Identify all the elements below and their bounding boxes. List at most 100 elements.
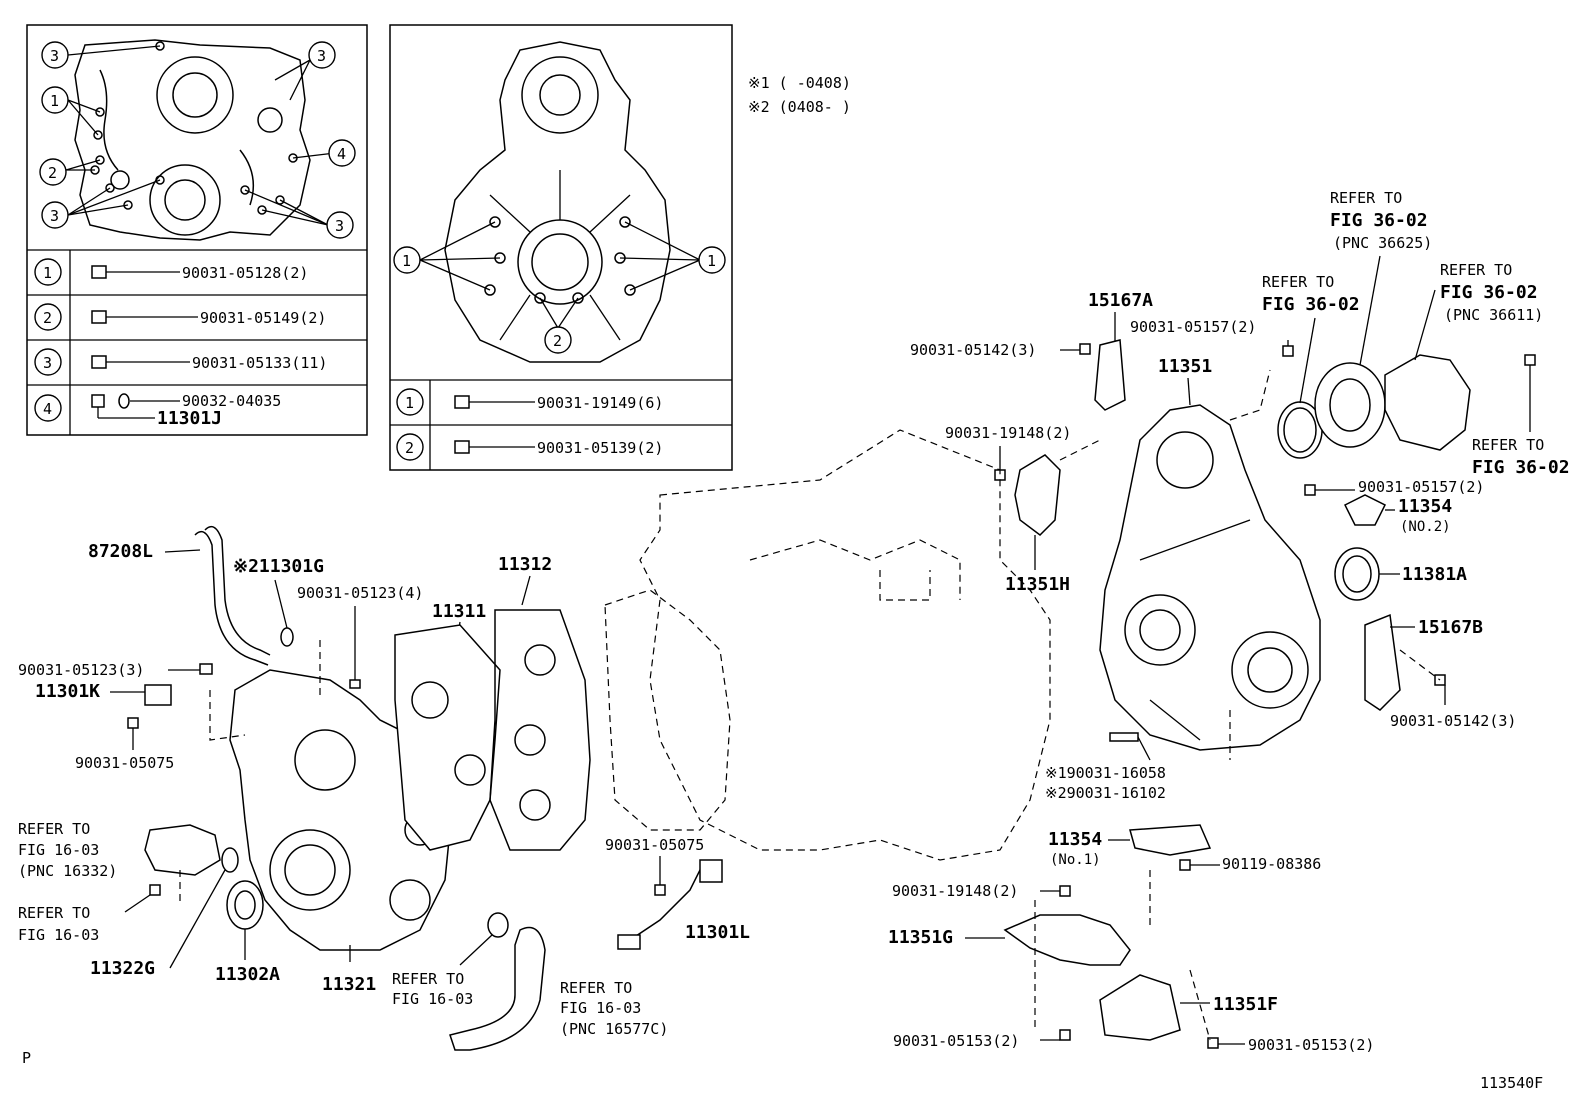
label-90031-05123-3: 90031-05123(3) bbox=[18, 661, 144, 679]
callout-1-right: 1 bbox=[698, 246, 726, 274]
label-11302a: 11302A bbox=[215, 964, 280, 985]
label-refer-to-36d: REFER TO bbox=[1472, 436, 1544, 454]
cover-11354-no2 bbox=[1343, 494, 1387, 526]
row-number: 1 bbox=[405, 394, 414, 412]
label-pnc-36611: (PNC 36611) bbox=[1444, 306, 1543, 324]
part-number: 90031-05128(2) bbox=[182, 264, 308, 282]
label-11354-no1: 11354 bbox=[1048, 829, 1102, 850]
label-refer-to-36b: REFER TO bbox=[1330, 189, 1402, 207]
bracket-11351f bbox=[1099, 974, 1181, 1041]
label-15167a: 15167A bbox=[1088, 290, 1153, 311]
svg-text:3: 3 bbox=[50, 207, 59, 225]
label-fig-16-03-a: FIG 16-03 bbox=[18, 841, 99, 859]
label-refer-to-d: REFER TO bbox=[560, 979, 632, 997]
corner-marker: P bbox=[22, 1049, 31, 1067]
part-number: 90031-19149(6) bbox=[537, 394, 663, 412]
label-90031-05142-3-a: 90031-05142(3) bbox=[910, 341, 1036, 359]
callout-3-a: 3 bbox=[41, 41, 69, 69]
part-number-secondary: 11301J bbox=[157, 408, 222, 429]
bracket-11351h bbox=[1014, 454, 1061, 536]
svg-text:4: 4 bbox=[337, 145, 346, 163]
label-90031-05157-2-a: 90031-05157(2) bbox=[1130, 318, 1256, 336]
callout-3-c: 3 bbox=[41, 201, 69, 229]
label-11311: 11311 bbox=[432, 601, 486, 622]
part-number: 90031-05133(11) bbox=[192, 354, 327, 372]
label-no-2: (NO.2) bbox=[1400, 519, 1451, 535]
inset-left-panel: 3 3 1 2 4 3 3 bbox=[26, 24, 368, 436]
label-90031-05123-4: 90031-05123(4) bbox=[297, 584, 423, 602]
label-90031-05075-a: 90031-05075 bbox=[75, 754, 174, 772]
label-90031-05157-2-b: 90031-05157(2) bbox=[1358, 478, 1484, 496]
label-90031-19148-2-a: 90031-19148(2) bbox=[945, 424, 1071, 442]
label-11312: 11312 bbox=[498, 554, 552, 575]
label-fig-36-02-a: FIG 36-02 bbox=[1262, 294, 1360, 315]
inset-left-table: 1 90031-05128(2) 2 90031-05149(2) 3 9003… bbox=[34, 258, 327, 429]
label-87208l: 87208L bbox=[88, 541, 153, 562]
svg-text:1: 1 bbox=[707, 252, 716, 270]
label-pnc-16577c: (PNC 16577C) bbox=[560, 1020, 668, 1038]
inset-left-row-1: 1 90031-05128(2) bbox=[34, 258, 308, 286]
label-11351h: 11351H bbox=[1005, 574, 1070, 595]
part-number: 90031-05139(2) bbox=[537, 439, 663, 457]
label-11351f: 11351F bbox=[1213, 994, 1278, 1015]
label-90031-05075-b: 90031-05075 bbox=[605, 836, 704, 854]
label-refer-to-b: REFER TO bbox=[18, 904, 90, 922]
label-11354-no2: 11354 bbox=[1398, 496, 1452, 517]
label-11321: 11321 bbox=[322, 974, 376, 995]
label-15167b: 15167B bbox=[1418, 617, 1483, 638]
hose-87208l bbox=[204, 525, 271, 656]
inset-mid-table: 1 90031-19149(6) 2 90031-05139(2) bbox=[396, 388, 663, 461]
callout-3-b: 3 bbox=[308, 41, 336, 69]
timing-cover-11321 bbox=[229, 669, 451, 951]
label-90119-08386: 90119-08386 bbox=[1222, 855, 1321, 873]
cover-11354-no1 bbox=[1129, 824, 1212, 856]
engine-block-outline bbox=[639, 429, 1051, 861]
figure-id: 113540F bbox=[1480, 1074, 1543, 1092]
label-refer-to-c: REFER TO bbox=[392, 970, 464, 988]
label-no-1: (No.1) bbox=[1050, 852, 1101, 868]
svg-text:2: 2 bbox=[553, 332, 562, 350]
row-number: 2 bbox=[43, 309, 52, 327]
label-refer-to-a: REFER TO bbox=[18, 820, 90, 838]
svg-text:2: 2 bbox=[48, 164, 57, 182]
label-90031-19148-2-b: 90031-19148(2) bbox=[892, 882, 1018, 900]
callout-2: 2 bbox=[544, 326, 572, 354]
callout-4: 4 bbox=[328, 139, 356, 167]
water-inlet bbox=[144, 824, 221, 876]
callout-2: 2 bbox=[39, 158, 67, 186]
svg-text:3: 3 bbox=[335, 217, 344, 235]
callout-3-d: 3 bbox=[326, 211, 354, 239]
flywheel-housing-11351 bbox=[1099, 404, 1321, 751]
label-pnc-16332: (PNC 16332) bbox=[18, 862, 117, 880]
part-number: 90031-05149(2) bbox=[200, 309, 326, 327]
water-pump-housing bbox=[1384, 354, 1471, 451]
label-fig-16-03-b: FIG 16-03 bbox=[18, 926, 99, 944]
label-11301k: 11301K bbox=[35, 681, 100, 702]
bracket-15167b bbox=[1364, 613, 1401, 711]
inset-left-row-2: 2 90031-05149(2) bbox=[34, 303, 326, 331]
callout-1: 1 bbox=[41, 86, 69, 114]
note-2: ※2 (0408- ) bbox=[748, 98, 851, 116]
inset-mid-row-1: 1 90031-19149(6) bbox=[396, 388, 663, 416]
water-hose-lower bbox=[449, 926, 546, 1051]
bracket-15167a bbox=[1094, 339, 1126, 411]
label-fig-36-02-b: FIG 36-02 bbox=[1330, 210, 1428, 231]
svg-text:1: 1 bbox=[402, 252, 411, 270]
svg-text:3: 3 bbox=[50, 47, 59, 65]
row-number: 3 bbox=[43, 354, 52, 372]
row-number: 1 bbox=[43, 264, 52, 282]
label-fig-36-02-d: FIG 36-02 bbox=[1472, 457, 1570, 478]
label-11301l: 11301L bbox=[685, 922, 750, 943]
gasket-11312 bbox=[489, 609, 591, 851]
label-90031-16058: ※190031-16058 bbox=[1045, 764, 1166, 782]
label-90031-05153-2-b: 90031-05153(2) bbox=[1248, 1036, 1374, 1054]
label-fig-36-02-c: FIG 36-02 bbox=[1440, 282, 1538, 303]
inset-left-row-3: 3 90031-05133(11) bbox=[34, 348, 327, 376]
note-1: ※1 ( -0408) bbox=[748, 74, 851, 92]
label-11322g: 11322G bbox=[90, 958, 155, 979]
label-fig-16-03-d: FIG 16-03 bbox=[560, 999, 641, 1017]
label-11301g: ※211301G bbox=[233, 556, 324, 577]
svg-text:1: 1 bbox=[50, 92, 59, 110]
label-fig-16-03-c: FIG 16-03 bbox=[392, 990, 473, 1008]
callout-1-left: 1 bbox=[393, 246, 421, 274]
